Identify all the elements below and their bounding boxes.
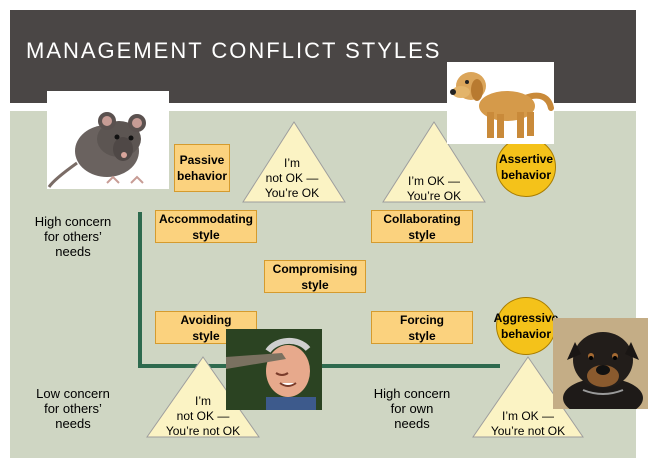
slide-title: MANAGEMENT CONFLICT STYLES (26, 38, 442, 63)
triangle-bottom-right-label: I’m OK — You’re not OK (490, 409, 566, 438)
compromising-style-box: Compromising style (264, 260, 366, 293)
assertive-behavior-circle: Assertive behavior (496, 137, 556, 197)
triangle-top-left (242, 121, 346, 203)
vertical-axis (138, 212, 142, 368)
golden-retriever-photo (447, 62, 554, 144)
forcing-style-box: Forcing style (371, 311, 473, 344)
aggressive-behavior-circle: Aggressive behavior (494, 297, 558, 355)
low-concern-others-label: Low concern for others’ needs (36, 386, 110, 431)
triangle-bottom-left-label: I’m not OK — You’re not OK (165, 394, 241, 438)
rottweiler-photo (553, 318, 648, 409)
collaborating-style-box: Collaborating style (371, 210, 473, 243)
triangle-top-right-label: I’m OK — You’re OK (406, 174, 462, 203)
rat-photo (47, 91, 169, 189)
passive-behavior-box: Passive behavior (174, 144, 230, 192)
triangle-top-left-label: I’m not OK — You’re OK (264, 156, 320, 200)
high-concern-own-label: High concern for own needs (373, 386, 451, 431)
high-concern-others-label: High concern for others’ needs (34, 214, 112, 259)
man-hit-by-branch-photo (226, 329, 322, 410)
accommodating-style-box: Accommodating style (155, 210, 257, 243)
triangle-top-right (382, 121, 486, 203)
